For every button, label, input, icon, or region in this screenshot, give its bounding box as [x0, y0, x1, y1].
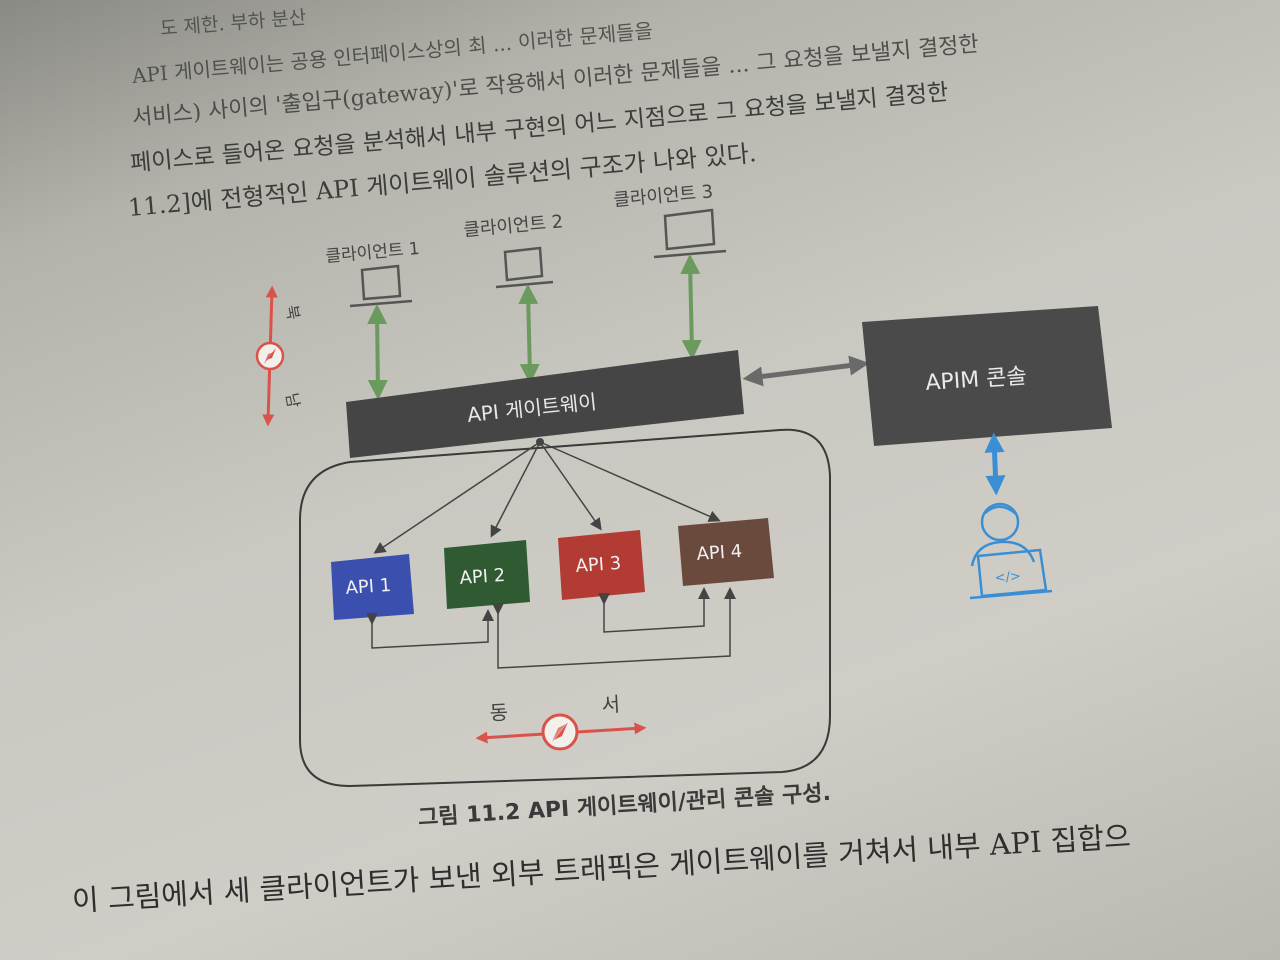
south-label: 남: [282, 391, 303, 409]
east-label: 동: [489, 700, 509, 725]
apim-console-box: [862, 306, 1112, 446]
developer-user-icon: [969, 502, 1053, 600]
compass-icon: [255, 341, 285, 371]
api-label-4: API 4: [696, 541, 743, 565]
client-label-2: 클라이언트 2: [463, 211, 564, 241]
api-box-4: [678, 518, 774, 586]
north-label: 북: [282, 303, 303, 321]
api-label-1: API 1: [345, 575, 392, 599]
client-label-1: 클라이언트 1: [325, 239, 421, 267]
api-box-1: [331, 554, 414, 620]
laptop-icon: [653, 208, 727, 259]
api1-api2-link: [366, 609, 494, 649]
console-user-arrow: [984, 432, 1006, 496]
north-south-arrow-2: [518, 284, 540, 384]
code-symbol: </>: [994, 569, 1021, 586]
gateway-console-arrow: [742, 355, 870, 387]
laptop-icon: [495, 246, 554, 289]
client-label-3: 클라이언트 3: [613, 181, 714, 211]
api-box-3: [558, 530, 645, 600]
west-label: 서: [601, 692, 621, 717]
api2-api4-link: [492, 587, 736, 669]
api-label-2: API 2: [459, 565, 506, 589]
api3-api4-link: [598, 587, 710, 633]
north-south-arrow-1: [367, 304, 388, 400]
north-south-arrow-3: [680, 254, 702, 360]
api-gateway-box: [346, 350, 744, 458]
laptop-icon: [349, 264, 413, 308]
internal-boundary: [299, 428, 831, 788]
compass-icon: [541, 713, 579, 751]
api-label-3: API 3: [575, 553, 622, 577]
